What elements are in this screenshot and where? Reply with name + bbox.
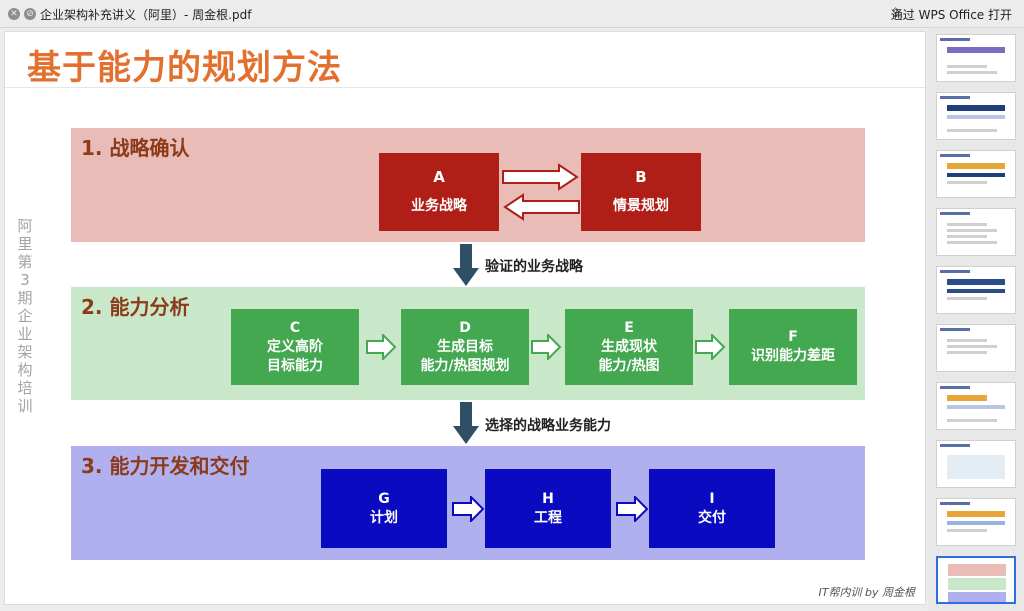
box-letter: D	[459, 319, 471, 336]
page-thumbnail[interactable]	[936, 382, 1016, 430]
box-letter: F	[788, 329, 798, 345]
slide-footer: IT帮内训 by 周金根	[818, 586, 915, 599]
page-thumbnail[interactable]	[936, 150, 1016, 198]
section-label: 3. 能力开发和交付	[81, 454, 250, 478]
box-text: 生成现状	[601, 338, 657, 355]
box-a: A 业务战略	[379, 153, 499, 231]
box-e: E 生成现状 能力/热图	[565, 309, 693, 385]
right-arrow-icon	[452, 496, 485, 522]
section-delivery-band: 3. 能力开发和交付 G 计划 H 工程 I 交付	[71, 446, 865, 560]
page-thumbnail[interactable]	[936, 34, 1016, 82]
slide-title: 基于能力的规划方法	[27, 48, 342, 88]
box-text: 计划	[370, 509, 398, 526]
box-letter: G	[378, 490, 390, 507]
box-letter: H	[542, 490, 554, 507]
page-thumbnail[interactable]	[936, 440, 1016, 488]
box-c: C 定义高阶 目标能力	[231, 309, 359, 385]
box-g: G 计划	[321, 469, 447, 548]
box-d: D 生成目标 能力/热图规划	[401, 309, 529, 385]
box-letter: B	[635, 168, 647, 186]
right-arrow-icon	[531, 334, 562, 360]
box-text: 工程	[534, 509, 562, 526]
bidirectional-arrows-icon	[502, 163, 580, 221]
box-text: 业务战略	[411, 198, 467, 214]
section-label: 2. 能力分析	[81, 295, 190, 319]
box-text: 生成目标	[437, 338, 493, 355]
box-text: 能力/热图规划	[420, 357, 510, 374]
open-with-wps-button[interactable]: 通过 WPS Office 打开	[890, 8, 1012, 22]
box-letter: E	[624, 319, 634, 336]
box-h: H 工程	[485, 469, 611, 548]
box-letter: C	[289, 319, 301, 336]
box-text: 能力/热图	[598, 357, 660, 374]
section-capability-band: 2. 能力分析 C 定义高阶 目标能力 D 生成目标 能力/热图规划 E 生成现…	[71, 287, 865, 400]
section-label: 1. 战略确认	[81, 136, 190, 160]
window-titlebar: ✕ ⊘ 企业架构补充讲义（阿里）- 周金根.pdf ⇪ 通过 WPS Offic…	[0, 0, 1024, 28]
page-thumbnail[interactable]	[936, 92, 1016, 140]
connector-label: 选择的战略业务能力	[485, 418, 611, 434]
vertical-label: 阿里第3期企业架构培训	[17, 217, 33, 415]
box-text: 定义高阶	[267, 338, 323, 355]
box-text: 识别能力差距	[751, 348, 835, 364]
slide-canvas: 基于能力的规划方法 阿里第3期企业架构培训 1. 战略确认 A 业务战略 B 情…	[4, 31, 926, 605]
box-b: B 情景规划	[581, 153, 701, 231]
page-thumbnail[interactable]	[936, 498, 1016, 546]
section-strategy-band: 1. 战略确认 A 业务战略 B 情景规划	[71, 128, 865, 242]
right-arrow-icon	[616, 496, 649, 522]
page-thumbnail[interactable]	[936, 266, 1016, 314]
down-arrow-icon	[453, 244, 479, 286]
page-thumbnail-selected[interactable]	[936, 556, 1016, 604]
box-letter: A	[433, 168, 445, 186]
connector-label: 验证的业务战略	[485, 259, 583, 275]
page-thumbnail-sidebar[interactable]	[928, 28, 1024, 611]
title-divider	[5, 87, 925, 88]
box-i: I 交付	[649, 469, 775, 548]
minimize-icon[interactable]: ⊘	[24, 8, 36, 20]
close-icon[interactable]: ✕	[8, 8, 20, 20]
share-icon[interactable]: ⇪	[890, 6, 901, 21]
box-letter: I	[709, 490, 715, 507]
right-arrow-icon	[695, 334, 726, 360]
box-text: 交付	[698, 509, 726, 526]
box-text: 目标能力	[267, 357, 323, 374]
page-thumbnail[interactable]	[936, 324, 1016, 372]
down-arrow-icon	[453, 402, 479, 444]
page-thumbnail[interactable]	[936, 208, 1016, 256]
box-text: 情景规划	[613, 198, 669, 214]
window-title: 企业架构补充讲义（阿里）- 周金根.pdf	[40, 8, 252, 22]
box-f: F 识别能力差距	[729, 309, 857, 385]
right-arrow-icon	[366, 334, 397, 360]
